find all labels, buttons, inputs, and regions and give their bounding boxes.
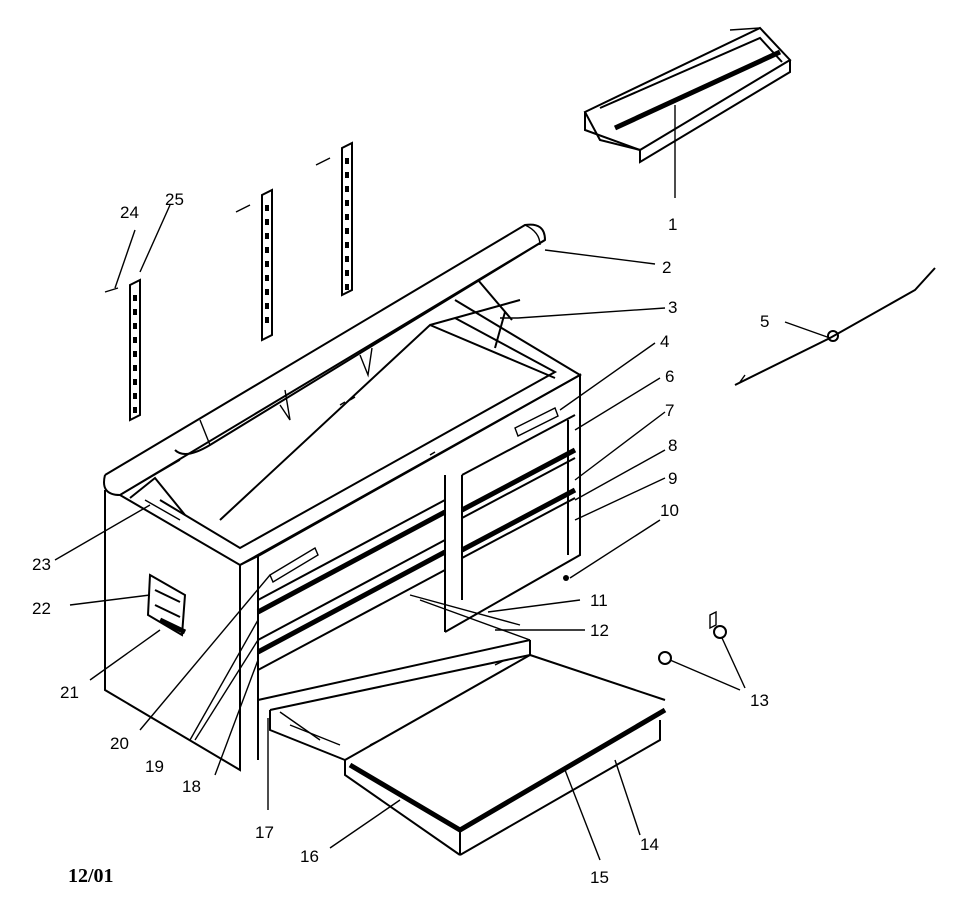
slot-mark: [265, 219, 269, 225]
part-side-handle: [146, 573, 187, 637]
callout-10: 10: [660, 501, 679, 520]
callout-8: 8: [668, 436, 677, 455]
slot-mark: [133, 295, 137, 301]
part-tray: [583, 26, 792, 164]
part-hardware: [563, 575, 727, 665]
slot-mark: [345, 242, 349, 248]
slot-mark: [345, 172, 349, 178]
callout-17: 17: [255, 823, 274, 842]
slot-mark: [265, 233, 269, 239]
slot-mark: [345, 214, 349, 220]
slot-mark: [345, 228, 349, 234]
callout-16: 16: [300, 847, 319, 866]
part-lid-stay: [477, 279, 518, 349]
callout-12: 12: [590, 621, 609, 640]
callout-1: 1: [668, 215, 677, 234]
slot-mark: [265, 261, 269, 267]
strip-slot-dots: [133, 158, 349, 413]
part-lid: [103, 223, 547, 497]
leader-lines: [54, 105, 831, 861]
callout-14: 14: [640, 835, 659, 854]
slot-mark: [265, 247, 269, 253]
callout-23: 23: [32, 555, 51, 574]
callout-3: 3: [668, 298, 677, 317]
slot-mark: [265, 303, 269, 309]
callout-4: 4: [660, 332, 669, 351]
callout-2: 2: [662, 258, 671, 277]
slot-mark: [345, 158, 349, 164]
slot-mark: [265, 205, 269, 211]
callout-24: 24: [120, 203, 139, 222]
callout-15: 15: [590, 868, 609, 887]
part-rod: [734, 267, 936, 386]
slot-mark: [345, 284, 349, 290]
slot-mark: [133, 323, 137, 329]
part-chest-body: [104, 373, 581, 772]
callout-11: 11: [590, 591, 608, 610]
slot-mark: [133, 393, 137, 399]
callout-25: 25: [165, 190, 184, 209]
date-code: 12/01: [68, 865, 114, 887]
part-slotted-strips: [104, 141, 353, 422]
slot-mark: [133, 407, 137, 413]
slot-mark: [345, 186, 349, 192]
slot-mark: [133, 309, 137, 315]
slot-mark: [345, 200, 349, 206]
callout-22: 22: [32, 599, 51, 618]
callout-9: 9: [668, 469, 677, 488]
callout-7: 7: [665, 401, 674, 420]
slot-mark: [265, 317, 269, 323]
slot-mark: [265, 275, 269, 281]
part-hinge: [129, 476, 186, 521]
callout-21: 21: [60, 683, 79, 702]
slot-mark: [345, 256, 349, 262]
slot-mark: [133, 379, 137, 385]
slot-mark: [133, 365, 137, 371]
callout-13: 13: [750, 691, 769, 710]
slot-mark: [265, 289, 269, 295]
callout-6: 6: [665, 367, 674, 386]
slot-mark: [133, 337, 137, 343]
part-open-drawer: [257, 594, 667, 856]
callout-18: 18: [182, 777, 201, 796]
slot-mark: [133, 351, 137, 357]
slot-mark: [345, 270, 349, 276]
callout-labels: 1 2 3 4 5 6 7 8 9 10 11 12 13 14 15 16 1…: [32, 190, 769, 887]
callout-19: 19: [145, 757, 164, 776]
callout-5: 5: [760, 312, 769, 331]
callout-20: 20: [110, 734, 129, 753]
